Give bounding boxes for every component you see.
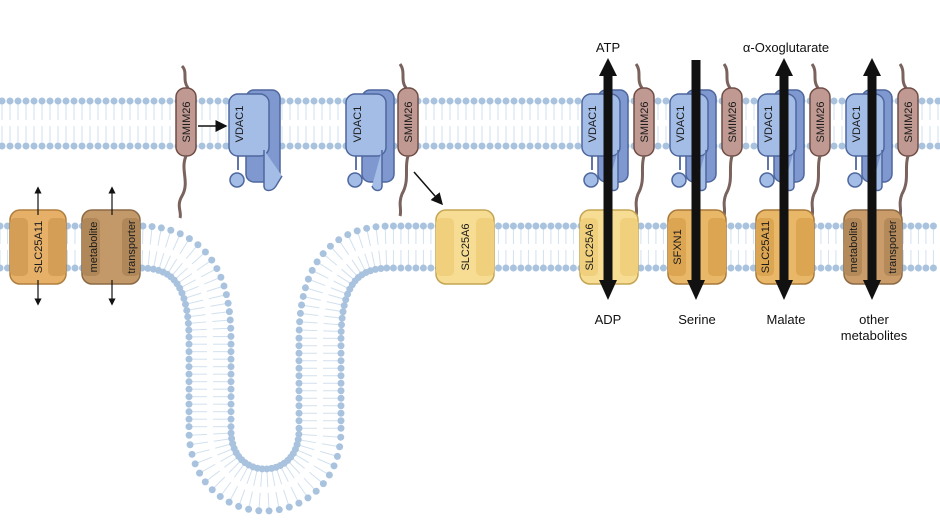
smim26-label: SMIM26 <box>727 102 739 143</box>
metabolite-left-label: metabolite <box>88 222 100 273</box>
smim26-label: SMIM26 <box>815 102 827 143</box>
smim26-n-term <box>634 63 644 89</box>
carrier-label: SFXN1 <box>672 229 684 264</box>
adp-label: ADP <box>595 312 622 327</box>
flux-arrow-shaft <box>779 74 789 280</box>
atp-label: ATP <box>596 40 620 55</box>
smim26-n-term <box>722 63 732 89</box>
carrier-label-1: metabolite <box>848 222 860 273</box>
smim26-c-term <box>722 155 734 217</box>
flux-arrow-up-head <box>599 58 617 76</box>
smim26-middle-label: SMIM26 <box>403 102 415 143</box>
carrier-lobe-left <box>756 218 774 276</box>
slc25a11-left-label: SLC25A11 <box>33 221 45 273</box>
vdac1-left-label: VDAC1 <box>234 106 246 143</box>
vdac1-label: VDAC1 <box>587 106 599 143</box>
transporter-left-label: transporter <box>126 220 138 274</box>
slc25a6-free: SLC25A6 <box>435 209 495 285</box>
complex-other: VDAC1 SMIM26 metabolite transporter <box>843 58 919 300</box>
other-metabolites-label-line1: other <box>859 312 889 327</box>
flux-arrow-down-head <box>599 280 617 300</box>
carrier-lobe-right <box>620 218 638 276</box>
smim26-c-term <box>810 155 822 217</box>
vdac1-domain <box>671 172 687 188</box>
vdac1-label: VDAC1 <box>851 106 863 143</box>
vdac1-domain <box>847 172 863 188</box>
vdac1-label: VDAC1 <box>675 106 687 143</box>
flux-arrow-up-head <box>775 58 793 76</box>
other-metabolites-label-line2: metabolites <box>841 328 908 343</box>
vdac1-domain <box>759 172 775 188</box>
vdac1-free-left: VDAC1 <box>228 89 283 192</box>
flux-arrow-top <box>691 60 701 76</box>
slc25a6-free-label: SLC25A6 <box>460 223 472 270</box>
serine-label: Serine <box>678 312 716 327</box>
smim26-n-term <box>810 63 820 89</box>
carrier-lobe-right <box>796 218 814 276</box>
malate-label: Malate <box>766 312 805 327</box>
carrier-lobe-right <box>708 218 726 276</box>
smim26-label: SMIM26 <box>639 102 651 143</box>
flux-arrow-up-head <box>863 58 881 76</box>
flux-arrow-shaft <box>603 74 613 280</box>
smim26-c-term <box>898 155 910 217</box>
metabolite-transporter-left: metabolite transporter <box>81 186 141 306</box>
carrier-label: SLC25A11 <box>760 221 772 273</box>
smim26-free-left: SMIM26 <box>175 64 197 219</box>
carrier-lobe-left <box>668 218 686 276</box>
flux-arrow-shaft <box>691 74 701 280</box>
vdac1-domain <box>583 172 599 188</box>
carrier-lobe-left <box>580 218 598 276</box>
carrier-label-2: transporter <box>887 220 899 274</box>
oxoglutarate-label: α-Oxoglutarate <box>743 40 829 55</box>
smim26-left-label: SMIM26 <box>181 102 193 143</box>
flux-arrow-down-head <box>863 280 881 300</box>
smim26-c-term <box>634 155 646 217</box>
flux-arrow-shaft <box>867 74 877 280</box>
vdac1-middle-label: VDAC1 <box>352 106 364 143</box>
complex-to-slc25a6-arrow <box>413 171 443 206</box>
carrier-lobe-right <box>884 218 902 276</box>
flux-arrow-down-head <box>687 280 705 300</box>
carrier-lobe-left <box>844 218 862 276</box>
vdac1-label: VDAC1 <box>763 106 775 143</box>
flux-arrow-down-head <box>775 280 793 300</box>
vdac1-smim26-complex-middle: VDAC1 SMIM26 <box>345 63 419 217</box>
slc25a11-left: SLC25A11 <box>9 186 67 306</box>
smim26-n-term <box>898 63 908 89</box>
smim26-label: SMIM26 <box>903 102 915 143</box>
carrier-label: SLC25A6 <box>584 223 596 270</box>
